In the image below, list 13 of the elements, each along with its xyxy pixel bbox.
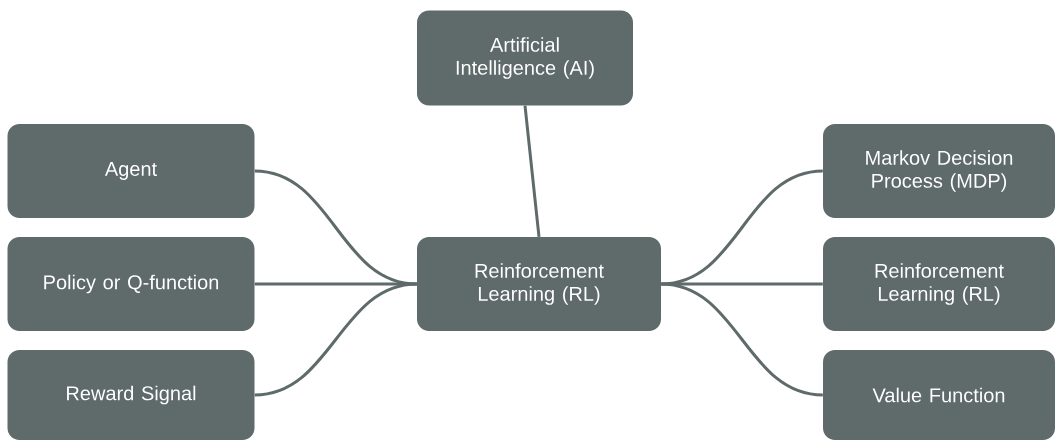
concept-box: Policy or Q-function [7, 237, 255, 331]
concept-box: Reinforcement Learning (RL) [823, 237, 1055, 331]
connector-line [523, 105, 541, 237]
connector-line [661, 169, 823, 286]
concept-box: Artificial Intelligence (AI) [417, 10, 633, 106]
concept-box: Agent [7, 124, 255, 218]
concept-box: Reward Signal [7, 350, 255, 440]
connector-line [254, 282, 417, 397]
concept-box: Reinforcement Learning (RL) [417, 237, 661, 331]
connector-line [254, 169, 417, 286]
concept-box: Value Function [823, 350, 1055, 440]
connector-line [661, 282, 823, 397]
concept-box: Markov Decision Process (MDP) [823, 124, 1055, 218]
